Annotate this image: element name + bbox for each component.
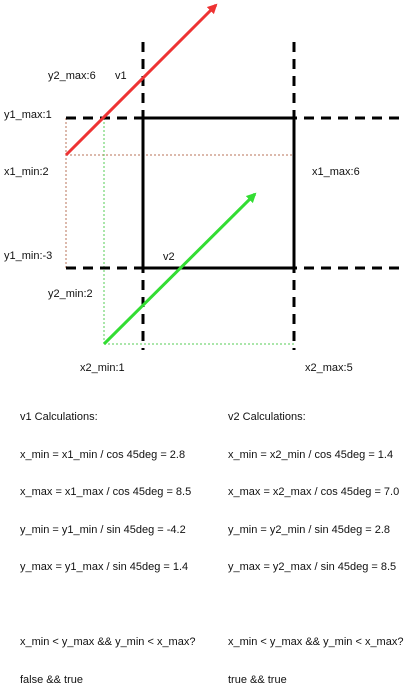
v2-calc-line: x_max = x2_max / cos 45deg = 7.0 <box>228 486 400 498</box>
v1-label: v1 <box>115 70 127 82</box>
v1-projection-guides <box>65 118 294 268</box>
x2-min-label: x2_min:1 <box>80 362 125 374</box>
projection-diagram: y2_max:6 v1 y1_max:1 x1_min:2 x1_max:6 y… <box>4 3 400 374</box>
x1-min-label: x1_min:2 <box>4 166 49 178</box>
v2-condition: x_min < y_max && y_min < x_max? <box>228 636 404 648</box>
v2-calculations: v2 Calculations: x_min = x2_min / cos 45… <box>228 386 403 699</box>
v2-calc-line: y_max = y2_max / sin 45deg = 8.5 <box>228 561 397 573</box>
v1-calc-line: y_min = y1_min / sin 45deg = -4.2 <box>20 523 186 536</box>
v2-label: v2 <box>163 251 175 263</box>
v2-calc-line: x_min = x2_min / cos 45deg = 1.4 <box>228 448 394 461</box>
bounding-box <box>141 116 296 270</box>
y2-min-label: y2_min:2 <box>48 288 93 300</box>
y1-min-label: y1_min:-3 <box>4 250 52 262</box>
v2-arrow <box>102 192 257 346</box>
v1-arrow <box>64 3 218 157</box>
v1-calc-title: v1 Calculations: <box>20 411 98 423</box>
v1-calc-line: x_max = x1_max / cos 45deg = 8.5 <box>20 486 192 498</box>
bound-lines <box>66 42 400 350</box>
v1-condition: x_min < y_max && y_min < x_max? <box>20 636 196 648</box>
v2-projection-guides <box>103 118 294 345</box>
x1-max-label: x1_max:6 <box>312 166 360 178</box>
v2-result: true && true <box>228 673 287 686</box>
y1-max-label: y1_max:1 <box>4 109 52 121</box>
v1-calc-line: x_min = x1_min / cos 45deg = 2.8 <box>20 448 186 461</box>
v2-calc-title: v2 Calculations: <box>228 411 306 423</box>
v1-calc-line: y_max = y1_max / sin 45deg = 1.4 <box>20 561 189 573</box>
y2-max-label: y2_max:6 <box>48 70 96 82</box>
v2-calc-line: y_min = y2_min / sin 45deg = 2.8 <box>228 523 391 536</box>
v1-result: false && true <box>20 673 83 686</box>
v1-calculations: v1 Calculations: x_min = x1_min / cos 45… <box>20 386 195 699</box>
x2-max-label: x2_max:5 <box>305 362 353 374</box>
